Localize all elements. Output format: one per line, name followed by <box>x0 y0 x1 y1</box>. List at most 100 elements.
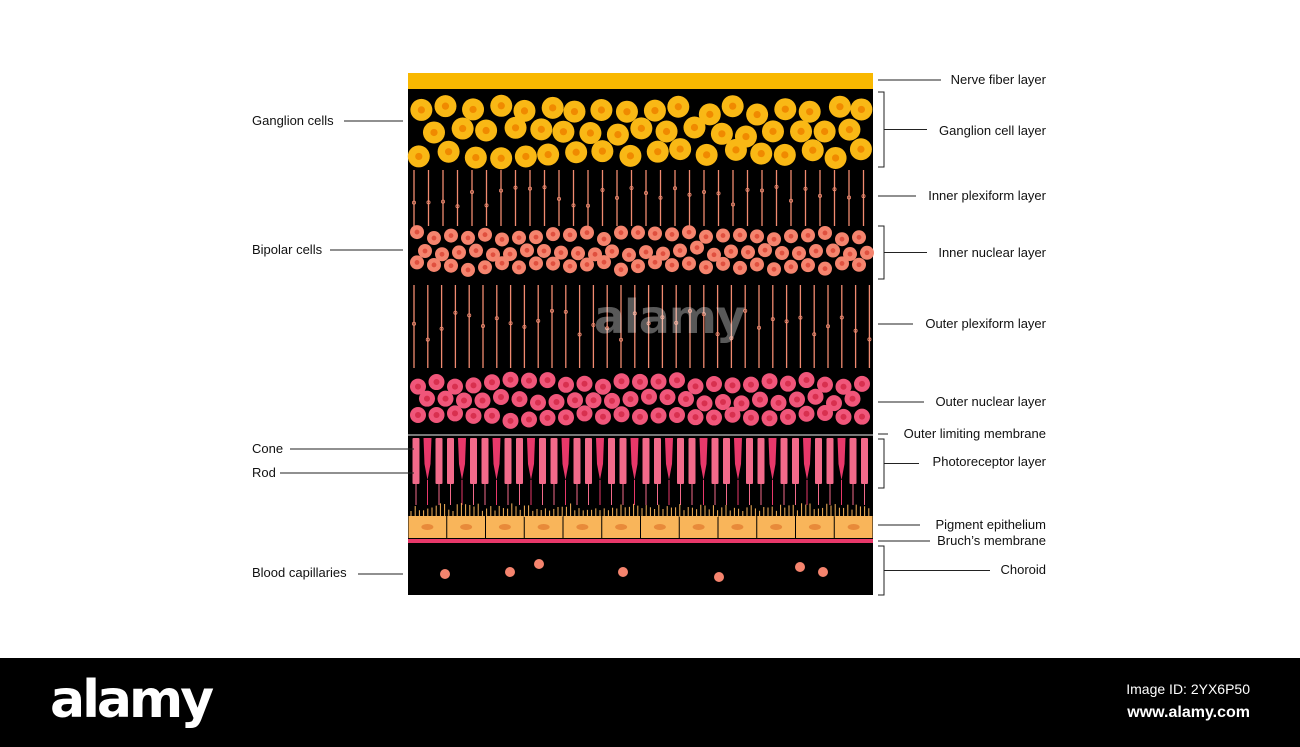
label-bipolar-cells: Bipolar cells <box>252 242 323 257</box>
bipolar-nucleus <box>567 232 573 238</box>
bipolar-nucleus <box>558 250 564 256</box>
inner-plexiform-fiber-node <box>861 194 866 199</box>
ganglion-nucleus <box>836 103 844 111</box>
ganglion-nucleus <box>559 128 568 136</box>
cone-cell <box>803 438 811 480</box>
inner-plexiform-fiber-node <box>469 189 474 194</box>
cone-cell <box>837 438 846 480</box>
bipolar-nucleus <box>524 247 530 253</box>
cone-cell <box>596 438 604 480</box>
rod-cell <box>826 438 834 484</box>
bipolar-nucleus <box>796 250 802 256</box>
outer-plexiform-fiber-node <box>812 332 817 337</box>
leader-ganglion-cell-layer-bracket <box>878 91 885 168</box>
bipolar-nucleus <box>822 230 828 236</box>
blood-capillary <box>618 567 628 577</box>
inner-plexiform-fiber-node <box>557 196 562 201</box>
pigment-nucleus <box>421 524 434 530</box>
bipolar-nucleus <box>626 252 632 258</box>
inner-plexiform-fiber-node <box>455 204 460 209</box>
ganglion-nucleus <box>623 108 631 116</box>
outer-nuclear-nucleus <box>803 377 810 384</box>
outer-plexiform-fiber-node <box>770 317 775 322</box>
outer-nuclear-nucleus <box>535 399 541 406</box>
label-ganglion-cells: Ganglion cells <box>252 113 334 128</box>
ganglion-nucleus <box>757 149 765 158</box>
label-inner-nuclear-layer: Inner nuclear layer <box>938 245 1046 260</box>
outer-nuclear-nucleus <box>563 414 569 421</box>
cone-cell <box>492 438 501 480</box>
outer-nuclear-nucleus <box>701 400 708 407</box>
rod-cell <box>608 438 615 484</box>
ganglion-nucleus <box>469 105 477 114</box>
bipolar-nucleus <box>482 232 488 238</box>
outer-nuclear-nucleus <box>433 379 440 386</box>
outer-nuclear-nucleus <box>452 410 458 417</box>
inner-plexiform-fiber-node <box>498 188 503 193</box>
bipolar-nucleus <box>448 233 454 239</box>
ganglion-nucleus <box>459 124 467 133</box>
retina-layers-illustration <box>280 73 990 596</box>
outer-nuclear-nucleus <box>452 383 458 390</box>
outer-plexiform-fiber-node <box>660 315 665 320</box>
outer-nuclear-nucleus <box>683 396 689 403</box>
pigment-nucleus <box>692 524 705 530</box>
pigment-nucleus <box>615 524 628 530</box>
ganglion-nucleus <box>549 104 557 112</box>
bipolar-nucleus <box>516 265 522 270</box>
outer-nuclear-nucleus <box>692 383 699 390</box>
outer-nuclear-nucleus <box>711 380 717 387</box>
bipolar-nucleus <box>660 251 666 257</box>
bipolar-nucleus <box>805 262 811 268</box>
bipolar-nucleus <box>822 266 828 272</box>
outer-nuclear-nucleus <box>526 416 532 423</box>
outer-nuclear-nucleus <box>600 383 606 390</box>
bipolar-nucleus <box>482 264 488 270</box>
ganglion-nucleus <box>674 103 682 111</box>
ganglion-nucleus <box>598 147 606 155</box>
bipolar-nucleus <box>516 235 522 241</box>
outer-plexiform-fiber-node <box>839 315 844 320</box>
cone-cell <box>768 438 777 480</box>
outer-nuclear-nucleus <box>831 400 837 407</box>
inner-plexiform-fiber-node <box>571 203 576 208</box>
outer-nuclear-nucleus <box>822 381 828 388</box>
ganglion-nucleus <box>637 124 645 132</box>
outer-nuclear-nucleus <box>572 397 578 404</box>
outer-nuclear-nucleus <box>775 399 782 406</box>
watermark-center: alamy <box>594 290 746 344</box>
outer-nuclear-nucleus <box>470 382 477 389</box>
outer-nuclear-nucleus <box>766 378 773 385</box>
inner-plexiform-fiber-node <box>745 187 750 192</box>
outer-nuclear-nucleus <box>590 397 597 404</box>
bipolar-nucleus <box>550 231 556 237</box>
bipolar-nucleus <box>592 251 598 257</box>
outer-nuclear-nucleus <box>507 376 514 383</box>
bipolar-nucleus <box>652 231 658 236</box>
outer-nuclear-nucleus <box>442 395 449 402</box>
cone-cell <box>561 438 570 480</box>
ganglion-nucleus <box>857 145 865 153</box>
outer-plexiform-fiber-node <box>508 321 513 326</box>
outer-plexiform-fiber-node <box>577 332 582 337</box>
outer-nuclear-nucleus <box>674 377 680 384</box>
bipolar-nucleus <box>499 237 505 242</box>
outer-nuclear-nucleus <box>544 414 551 421</box>
outer-plexiform-fiber-node <box>688 308 693 313</box>
outer-plexiform-fiber-node <box>453 310 458 315</box>
blood-capillary <box>440 569 450 579</box>
outer-plexiform-fiber-node <box>494 316 499 321</box>
inner-plexiform-fiber-node <box>673 186 678 191</box>
label-choroid: Choroid <box>1000 562 1046 577</box>
outer-nuclear-nucleus <box>692 414 699 421</box>
ganglion-nucleus <box>544 150 552 159</box>
bipolar-nucleus <box>490 252 496 258</box>
outer-nuclear-nucleus <box>609 397 615 404</box>
outer-plexiform-fiber-node <box>411 321 416 326</box>
bipolar-nucleus <box>465 267 471 273</box>
outer-nuclear-nucleus <box>729 411 736 418</box>
inner-plexiform-fiber-node <box>774 184 779 189</box>
bipolar-nucleus <box>422 248 428 254</box>
rod-cell <box>539 438 546 484</box>
rod-cell <box>435 438 443 484</box>
